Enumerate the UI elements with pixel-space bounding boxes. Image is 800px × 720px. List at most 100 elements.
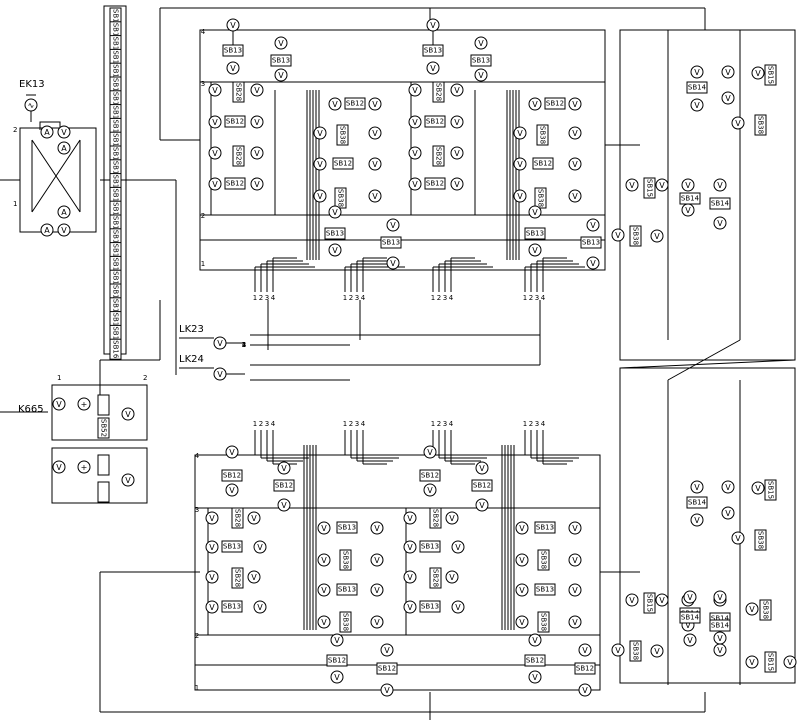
relay-box [524,227,546,240]
voltmeter-icon: V [445,511,459,525]
voltmeter-icon: V [423,445,437,459]
relay-block-v: SB15 [643,177,656,199]
meter-symbol: V [694,68,700,77]
relay-block-h: SB12 [544,97,566,110]
port-number: 1 [253,294,257,302]
meter-symbol: V [332,208,338,217]
relay-label: SB15 [646,179,654,197]
meter-symbol: V [254,118,260,127]
relay-label: SB16 [112,285,120,304]
meter-circle [625,178,639,192]
relay-label: SB14 [681,614,700,622]
relay-label: SB16 [112,37,120,56]
voltmeter-icon: V [370,615,384,629]
relay-label: SB12 [473,482,491,490]
relay-box [419,600,441,613]
relay-block-h: SB13 [222,44,244,57]
meter-symbol: V [590,221,596,230]
meter-symbol: V [217,370,223,379]
voltmeter-icon: V [408,83,422,97]
meter-circle [731,531,745,545]
meter-symbol: V [654,647,660,656]
relay-label: SB16 [112,175,120,194]
port-number: 1 [242,341,246,349]
relay-label: SB16 [112,119,120,138]
meter-circle [721,91,735,105]
relay-label: SB16 [112,230,120,249]
meter-circle [408,146,422,160]
meter-circle [330,633,344,647]
voltmeter-icon: V [528,97,542,111]
meter-symbol: V [430,64,436,73]
relay-label: SB28 [432,569,440,587]
port-number: 3 [535,294,539,302]
meter-circle [611,643,625,657]
meter-symbol: V [407,603,413,612]
relay-label: SB38 [632,227,640,245]
meter-symbol: V [532,673,538,682]
voltmeter-icon: V [408,146,422,160]
ek13-label: EK13 [19,79,45,90]
relay-label: SB14 [711,615,730,623]
voltmeter-icon: V [713,590,727,604]
relay-block-h: SB12 [524,654,546,667]
relay-block-v: SB28 [231,507,244,529]
relay-box [419,540,441,553]
wire [39,121,61,130]
relay-block-h: SB12 [273,479,295,492]
voltmeter-icon: V [690,480,704,494]
meter-circle [423,445,437,459]
meter-circle [683,590,697,604]
meter-circle [568,553,582,567]
relay-label: SB13 [382,239,400,247]
relay-box [273,479,295,492]
relay-box [759,599,772,621]
relay-block-h: SB12 [419,469,441,482]
meter-circle [451,600,465,614]
relay-box [754,114,767,136]
voltmeter-icon: V [683,590,697,604]
voltmeter-icon: V [403,511,417,525]
relay-label: SB16 [112,188,120,207]
bus-number: 4 [201,28,206,36]
meter-symbol: V [257,543,263,552]
meter-circle [225,483,239,497]
voltmeter-icon: V [380,683,394,697]
voltmeter-icon: V [474,68,488,82]
meter-symbol: V [454,118,460,127]
relay-label: SB16 [112,9,120,28]
voltmeter-icon: V [568,97,582,111]
meter-circle [625,593,639,607]
relay-block-h: SB14 [679,611,701,624]
meter-symbol: V [56,463,62,472]
bus-number: 1 [195,684,199,692]
voltmeter-icon: V [528,633,542,647]
relay-label: SB16 [112,216,120,235]
voltmeter-icon: V [226,18,240,32]
voltmeter-icon: V [731,531,745,545]
meter-symbol: V [372,100,378,109]
meter-circle [450,83,464,97]
meter-circle [205,600,219,614]
relay-box [232,145,245,167]
meter-symbol: V [278,39,284,48]
relay-label: SB38 [540,551,548,569]
meter-circle [368,189,382,203]
bus-number: 2 [195,632,199,640]
meter-symbol: V [212,180,218,189]
meter-symbol: V [517,129,523,138]
meter-symbol: V [384,686,390,695]
relay-box [336,583,358,596]
relay-block-h: SB14 [709,197,731,210]
relay-label: SB14 [711,622,730,630]
voltmeter-icon: V [370,553,384,567]
relay-label: SB13 [338,586,356,594]
relay-block-h: SB13 [324,227,346,240]
voltmeter-icon: V [328,97,342,111]
meter-symbol: V [582,686,588,695]
voltmeter-icon: V [625,178,639,192]
port-number: 2 [529,420,533,428]
lk23-label: LK23 [179,324,204,335]
meter-circle [208,146,222,160]
voltmeter-icon: V [205,600,219,614]
